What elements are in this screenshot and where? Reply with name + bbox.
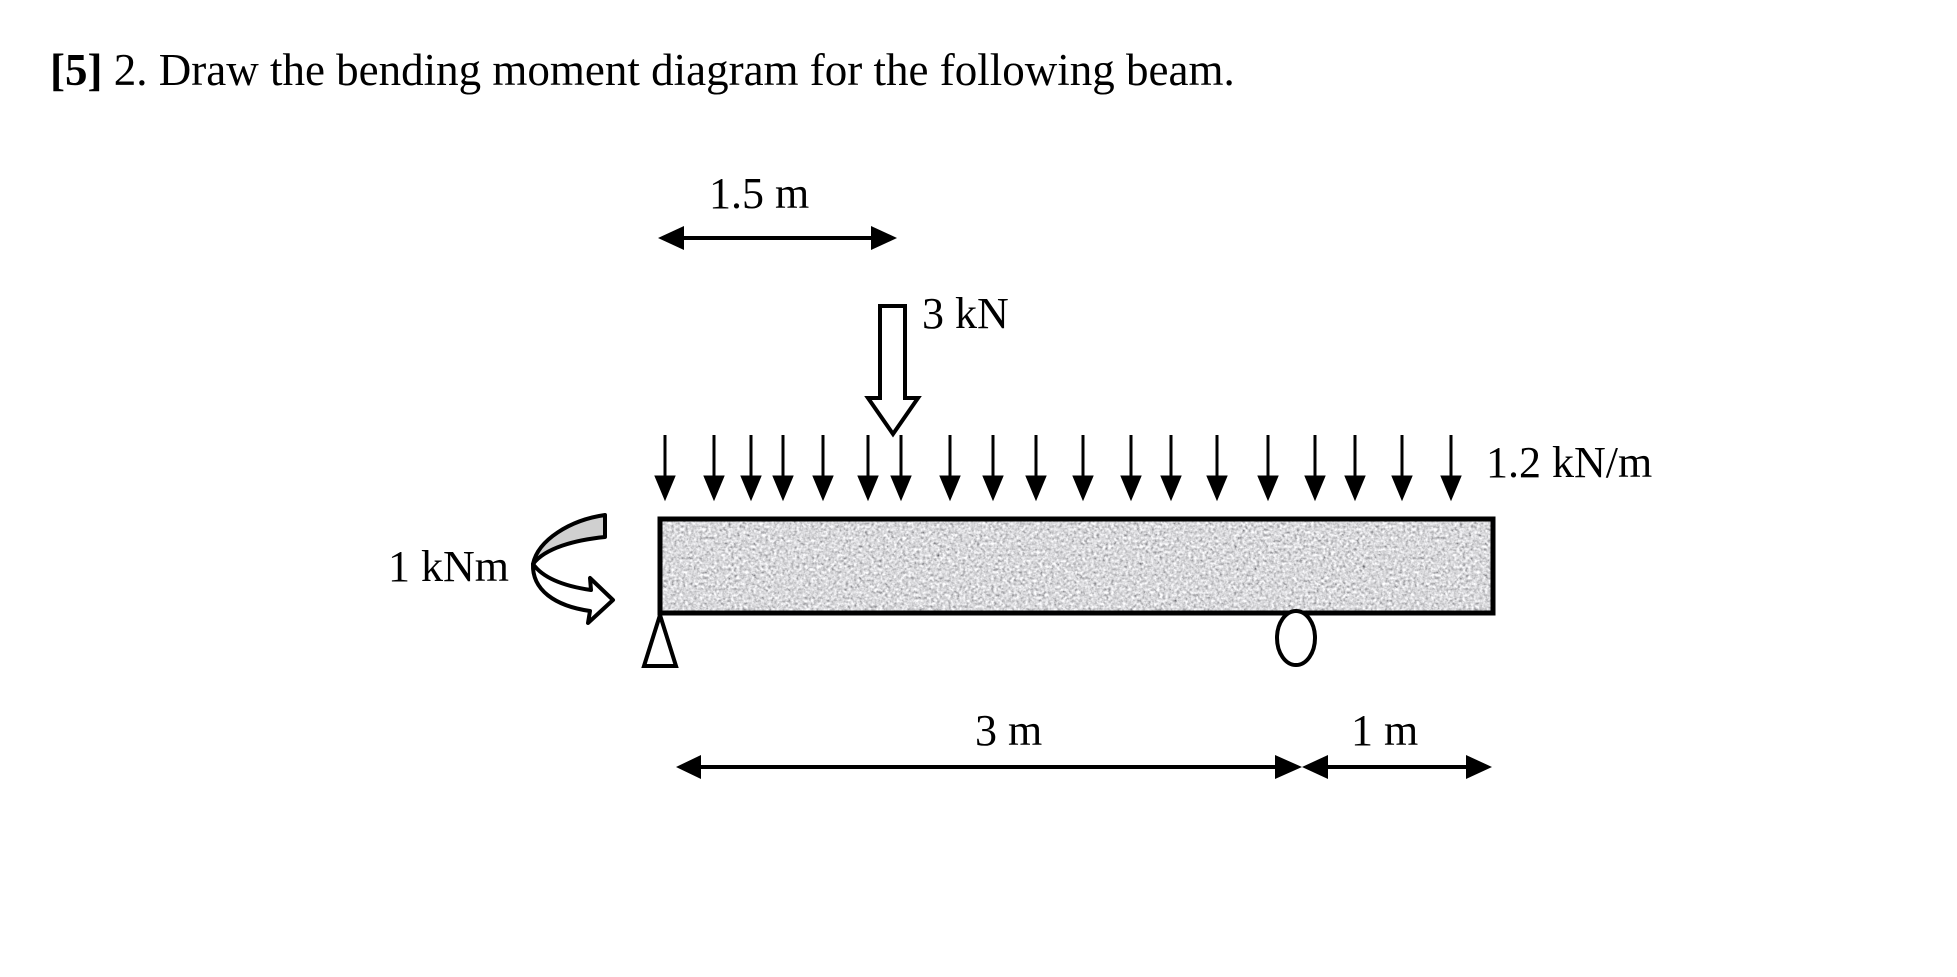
- question-text: [5] 2. Draw the bending moment diagram f…: [50, 44, 1235, 96]
- udl-arrow-icon: [1072, 435, 1094, 502]
- dimension-1-5m: [658, 226, 897, 250]
- udl-arrow-icon: [1257, 435, 1279, 502]
- arrowhead-right-icon: [1275, 755, 1302, 779]
- label-moment: 1 kNm: [388, 542, 509, 591]
- udl-arrow-icon: [1344, 435, 1366, 502]
- udl-arrow-icon: [1304, 435, 1326, 502]
- udl-arrow-icon: [812, 435, 834, 502]
- udl-arrow-icon: [1206, 435, 1228, 502]
- pin-support-icon: [641, 608, 679, 668]
- distributed-load-arrows: [654, 435, 1462, 502]
- udl-arrow-icon: [1391, 435, 1413, 502]
- arrowhead-left-icon: [658, 226, 684, 250]
- udl-arrow-icon: [740, 435, 762, 502]
- label-1-5m: 1.5 m: [709, 169, 810, 218]
- label-point-load: 3 kN: [922, 289, 1009, 338]
- label-distributed-load: 1.2 kN/m: [1486, 438, 1653, 487]
- udl-arrow-icon: [772, 435, 794, 502]
- question-body: 2. Draw the bending moment diagram for t…: [113, 45, 1235, 95]
- moment-arrow-icon: [530, 513, 615, 625]
- udl-arrow-icon: [1160, 435, 1182, 502]
- point-load-arrow-icon: [864, 304, 922, 438]
- label-3m: 3 m: [975, 706, 1043, 755]
- dimension-3m: [676, 755, 1302, 779]
- udl-arrow-icon: [703, 435, 725, 502]
- udl-arrow-icon: [857, 435, 879, 502]
- arrowhead-left-icon: [1302, 755, 1328, 779]
- roller-support-icon: [1275, 609, 1317, 667]
- udl-arrow-icon: [1440, 435, 1462, 502]
- arrowhead-right-icon: [1466, 755, 1492, 779]
- arrowhead-left-icon: [676, 755, 701, 779]
- dimension-1m: [1302, 755, 1492, 779]
- udl-arrow-icon: [654, 435, 676, 502]
- udl-arrow-icon: [982, 435, 1004, 502]
- beam: [657, 516, 1496, 616]
- udl-arrow-icon: [939, 435, 961, 502]
- udl-arrow-icon: [1025, 435, 1047, 502]
- label-1m: 1 m: [1351, 706, 1419, 755]
- arrowhead-right-icon: [871, 226, 897, 250]
- question-marks: [5]: [50, 45, 103, 95]
- udl-arrow-icon: [1120, 435, 1142, 502]
- udl-arrow-icon: [890, 435, 912, 502]
